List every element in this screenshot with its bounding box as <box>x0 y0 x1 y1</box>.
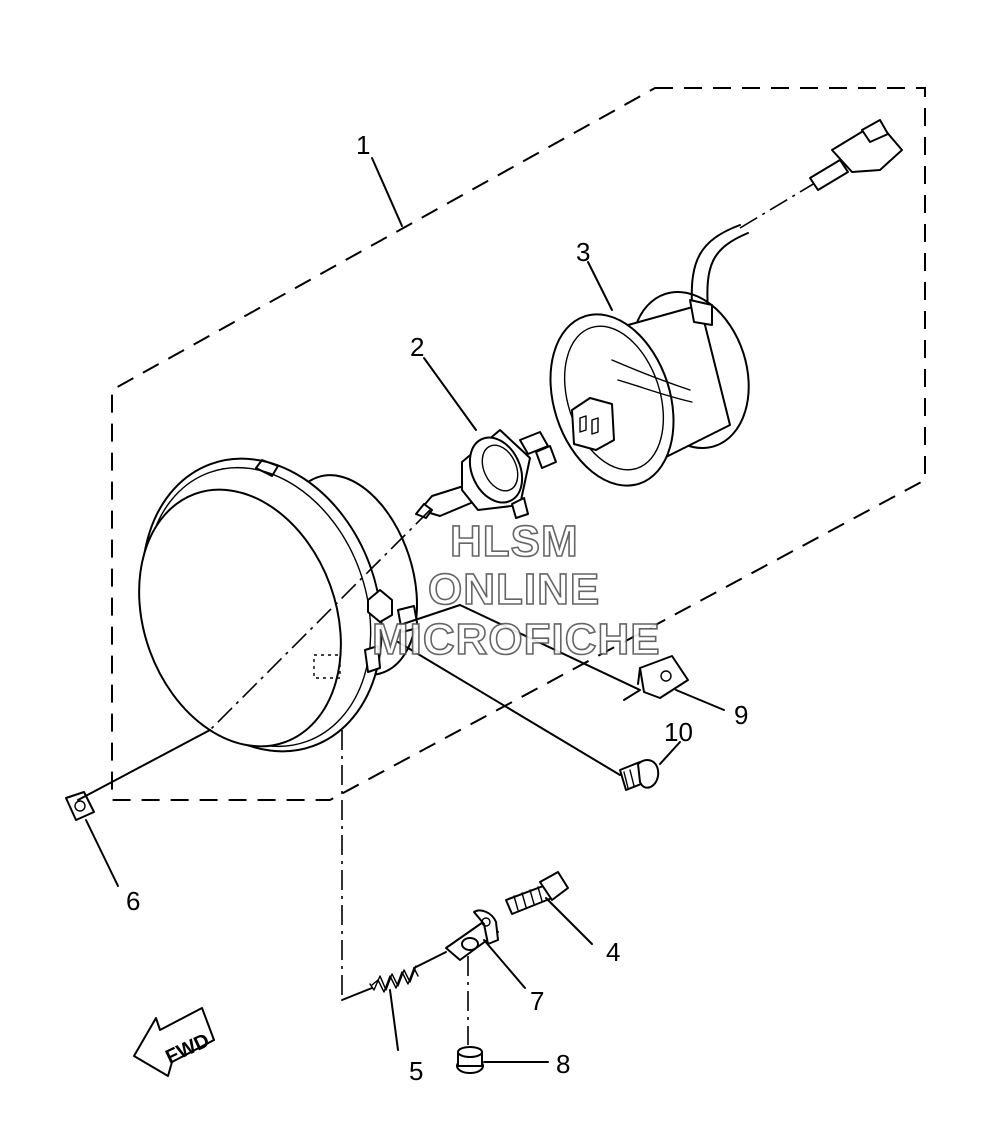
watermark: HLSM ONLINE MICROFICHE <box>371 516 661 665</box>
screw-8 <box>456 1046 484 1074</box>
fwd-arrow: FWD <box>133 1007 215 1077</box>
headlight-unit <box>138 457 419 753</box>
callout-3: 3 <box>576 237 590 267</box>
bracket <box>445 909 499 961</box>
callout-1: 1 <box>356 130 370 160</box>
callout-10: 10 <box>664 717 693 747</box>
assembly-boundary <box>111 87 926 801</box>
callout-9: 9 <box>734 700 748 730</box>
socket-cover <box>549 119 903 487</box>
callout-2: 2 <box>410 332 424 362</box>
bulb <box>415 429 557 519</box>
bolt <box>505 871 569 915</box>
callout-8: 8 <box>556 1049 570 1079</box>
spring <box>369 965 419 993</box>
screw-10 <box>619 759 660 791</box>
callout-5: 5 <box>409 1056 423 1086</box>
callout-6: 6 <box>126 886 140 916</box>
callout-7: 7 <box>530 986 544 1016</box>
nut <box>65 791 95 821</box>
clip <box>637 655 689 699</box>
callout-4: 4 <box>606 937 620 967</box>
leader-lines <box>77 157 725 1063</box>
watermark-line-3: MICROFICHE <box>372 615 661 664</box>
watermark-line-2: ONLINE <box>428 565 600 614</box>
watermark-line-1: HLSM <box>450 517 579 566</box>
